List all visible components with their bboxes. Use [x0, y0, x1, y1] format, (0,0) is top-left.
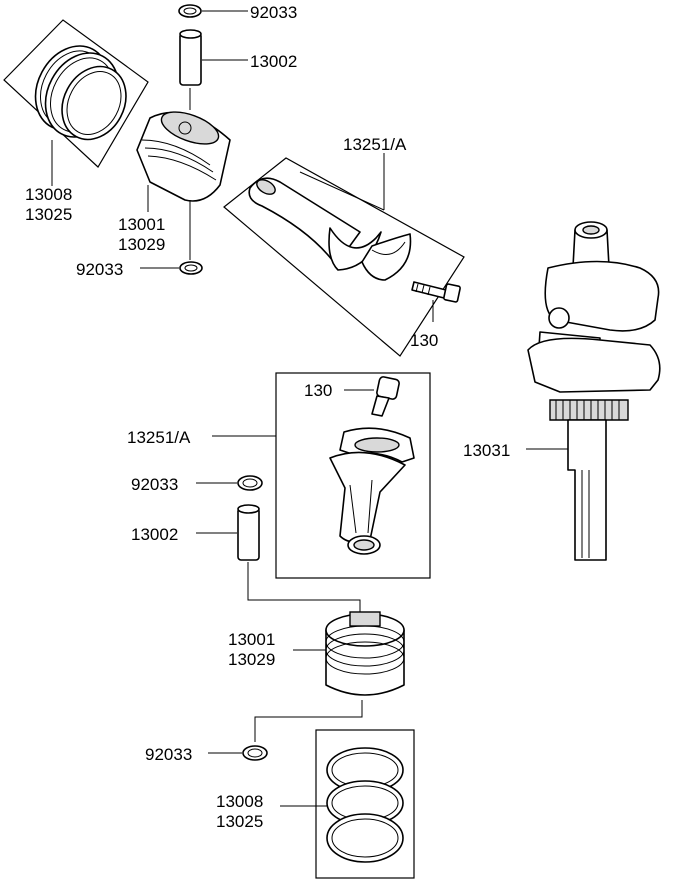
crankshaft-part	[527, 221, 661, 561]
bottom-lower-clip-part	[242, 745, 268, 761]
top-pin-part	[179, 29, 202, 86]
bottom-rod-part	[329, 427, 415, 555]
top-rod-part	[248, 177, 412, 281]
bottom-lower-clip-label: 92033	[145, 745, 192, 764]
crankshaft-label: 13031	[463, 441, 510, 460]
bottom-clip-label: 92033	[131, 475, 178, 494]
bottom-piston-label-b: 13029	[228, 650, 275, 669]
top-clip-label: 92033	[250, 3, 297, 22]
bottom-piston-part	[325, 611, 405, 696]
top-lower-clip-label: 92033	[76, 260, 123, 279]
top-clip-part	[178, 4, 202, 18]
bottom-clip-part	[237, 475, 263, 491]
top-rings-part	[3, 19, 149, 168]
bottom-rings-label-b: 13025	[216, 812, 263, 831]
top-pin-label: 13002	[250, 52, 297, 71]
bottom-piston-label-a: 13001	[228, 630, 275, 649]
bottom-bolt-label: 130	[304, 381, 332, 400]
top-piston-part	[136, 88, 231, 260]
top-rings-label-b: 13025	[25, 205, 72, 224]
top-bolt-part	[411, 281, 461, 303]
top-piston-label-a: 13001	[118, 215, 165, 234]
top-bolt-label: 130	[410, 331, 438, 350]
bottom-pin-part	[237, 504, 260, 561]
top-rod-label: 13251/A	[343, 135, 407, 154]
bottom-rod-label: 13251/A	[127, 428, 191, 447]
bottom-pin-label: 13002	[131, 525, 178, 544]
bottom-bolt-part	[371, 376, 400, 417]
top-lower-clip-part	[179, 261, 203, 275]
top-rings-label-a: 13008	[25, 185, 72, 204]
top-piston-label-b: 13029	[118, 235, 165, 254]
bottom-rings-label-a: 13008	[216, 792, 263, 811]
bottom-rings-part	[326, 747, 404, 863]
